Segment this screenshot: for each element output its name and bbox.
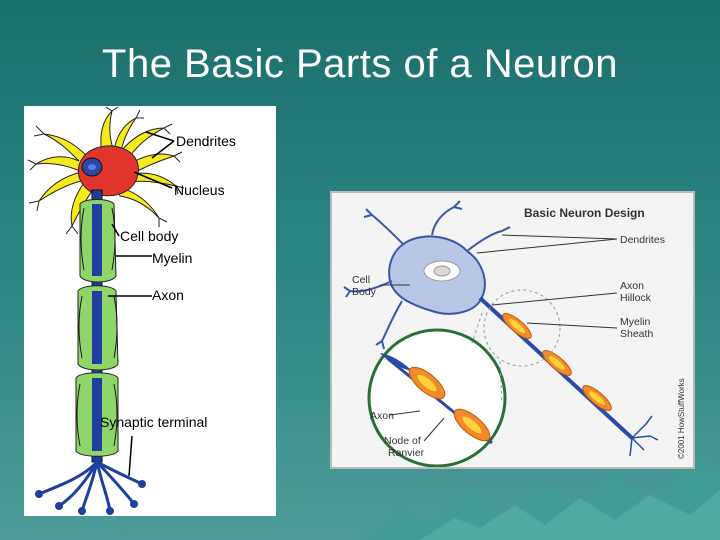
label-myelin-sheath-2: Sheath — [620, 328, 653, 340]
label-nucleus: Nucleus — [174, 182, 225, 198]
label-myelin-sheath-1: Myelin — [620, 316, 651, 328]
neuron-diagram-design: Basic Neuron Design — [330, 191, 695, 469]
label-dendrites-right: Dendrites — [620, 234, 665, 246]
label-myelin: Myelin — [152, 250, 192, 266]
label-axon-hillock-1: Axon — [620, 280, 644, 292]
label-cell-body-right-2: Body — [352, 286, 377, 298]
label-cell-body: Cell body — [120, 228, 178, 244]
axon-terminals-right — [629, 415, 659, 457]
right-pointers — [380, 234, 618, 442]
neuron-diagram-simple: Dendrites Nucleus Cell body Myelin Axon … — [24, 106, 276, 516]
label-synaptic-terminal: Synaptic terminal — [100, 414, 207, 430]
label-node-ranvier-2: Ranvier — [388, 447, 425, 459]
label-axon-hillock-2: Hillock — [620, 292, 652, 304]
credit-text: ©2001 HowStuffWorks — [677, 378, 686, 459]
label-cell-body-right-1: Cell — [352, 274, 370, 286]
zoom-inset — [367, 328, 507, 467]
label-dendrites: Dendrites — [176, 133, 236, 149]
neuron-illustration-right: Basic Neuron Design — [343, 200, 686, 467]
neuron-illustration-left: Dendrites Nucleus Cell body Myelin Axon … — [27, 106, 236, 515]
slide-title: The Basic Parts of a Neuron — [102, 42, 618, 86]
label-axon: Axon — [152, 287, 184, 303]
dendrites-right — [343, 200, 511, 350]
label-node-ranvier-1: Node of — [384, 435, 421, 447]
diagram-title: Basic Neuron Design — [524, 206, 645, 220]
left-pointers — [108, 131, 175, 477]
synaptic-terminals — [37, 460, 144, 513]
label-axon-inset: Axon — [370, 410, 394, 422]
